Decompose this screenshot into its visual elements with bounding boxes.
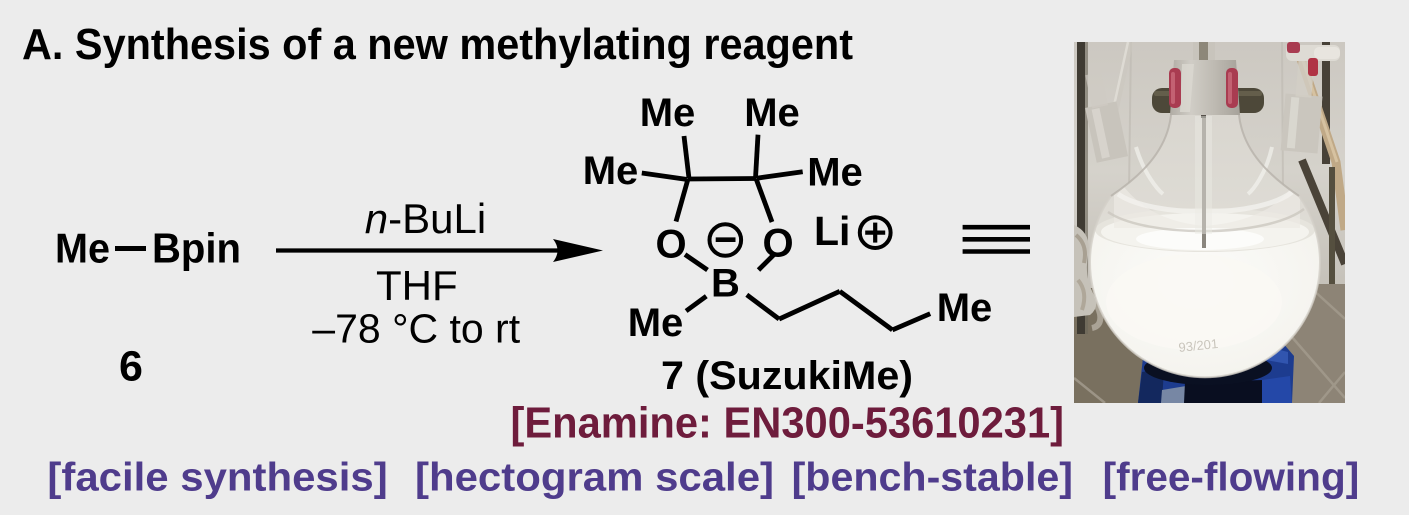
svg-text:B: B: [711, 262, 740, 306]
svg-text:Li: Li: [814, 208, 850, 254]
svg-text:Bpin: Bpin: [152, 225, 241, 272]
svg-text:93/201: 93/201: [1178, 336, 1219, 355]
svg-text:Me: Me: [744, 91, 800, 135]
svg-text:7 (SuzukiMe): 7 (SuzukiMe): [661, 354, 913, 398]
svg-text:Me: Me: [55, 225, 110, 272]
svg-text:O: O: [762, 222, 793, 266]
svg-text:O: O: [655, 223, 686, 267]
svg-text:n-BuLi: n-BuLi: [365, 195, 486, 242]
svg-text:Me: Me: [583, 149, 639, 193]
svg-text:Me: Me: [807, 151, 863, 195]
svg-text:–78 °C to rt: –78 °C to rt: [312, 306, 520, 352]
svg-text:[Enamine: EN300-53610231]: [Enamine: EN300-53610231]: [511, 399, 1065, 448]
svg-text:[facile synthesis]: [facile synthesis]: [47, 456, 387, 500]
svg-text:Me: Me: [628, 301, 684, 345]
svg-text:THF: THF: [376, 262, 458, 309]
svg-text:A. Synthesis of a new methylat: A. Synthesis of a new methylating reagen…: [22, 20, 853, 69]
svg-text:[free-flowing]: [free-flowing]: [1103, 456, 1360, 500]
svg-text:Me: Me: [640, 91, 696, 135]
svg-text:[bench-stable]: [bench-stable]: [792, 456, 1073, 500]
svg-text:6: 6: [119, 343, 143, 391]
svg-text:[hectogram scale]: [hectogram scale]: [415, 456, 774, 500]
svg-text:Me: Me: [937, 286, 993, 330]
